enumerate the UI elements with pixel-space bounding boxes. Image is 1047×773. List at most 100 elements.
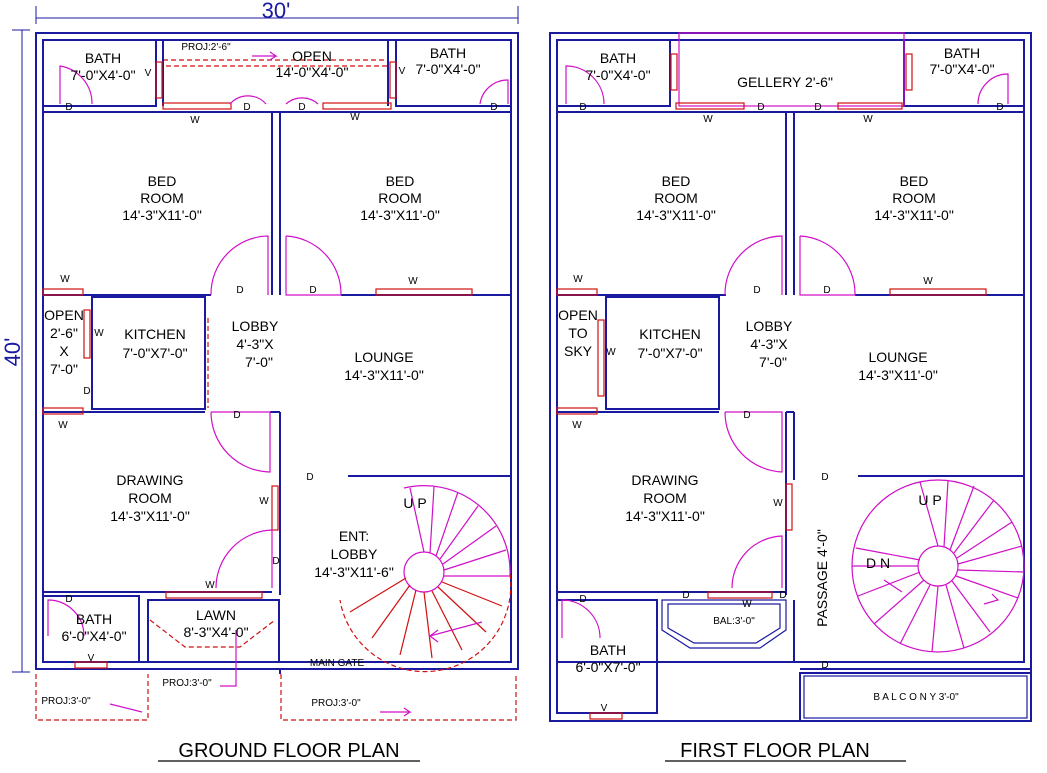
- svg-text:D: D: [996, 102, 1003, 113]
- dimension-30ft: 30': [35, 0, 519, 24]
- ff-bath-bl-name: BATH: [590, 642, 626, 658]
- gf-bed-r-line2: ROOM: [378, 190, 422, 206]
- ff-stair-up: U P: [918, 492, 941, 508]
- gf-bed-l-line2: ROOM: [140, 190, 184, 206]
- ff-balcony: B A L C O N Y 3'-0": [873, 692, 959, 703]
- svg-text:D: D: [65, 102, 72, 113]
- gf-kitchen-size: 7'-0"X7'-0": [122, 345, 187, 361]
- svg-text:D: D: [298, 102, 305, 113]
- ff-lobby-l2: 4'-3"X: [750, 336, 788, 352]
- proj-arrow-left: [109, 703, 143, 713]
- svg-text:W: W: [205, 580, 215, 591]
- gf-lawn-name: LAWN: [196, 607, 236, 623]
- gf-drawing-l2: ROOM: [128, 490, 172, 506]
- gf-bath-tr-size: 7'-0"X4'-0": [415, 61, 480, 77]
- gf-bed-r-size: 14'-3"X11'-0": [360, 207, 440, 223]
- ff-bed-l-size: 14'-3"X11'-0": [636, 207, 716, 223]
- svg-text:W: W: [350, 112, 360, 123]
- gf-ent-size: 14'-3"X11'-6": [314, 564, 394, 580]
- gf-lawn-size: 8'-3"X4'-0": [183, 624, 248, 640]
- svg-text:W: W: [60, 274, 70, 285]
- spiral-staircase-ground: [339, 485, 512, 673]
- ff-open-sky-l3: SKY: [564, 343, 593, 359]
- svg-text:W: W: [923, 276, 933, 287]
- width-dimension-label: 30': [262, 0, 291, 23]
- svg-text:D: D: [743, 410, 750, 421]
- gf-open-top-size: 14'-0"X4'-0": [276, 64, 349, 80]
- svg-text:D: D: [306, 472, 313, 483]
- svg-text:V: V: [145, 68, 152, 79]
- gf-open-left-l4: 7'-0": [50, 361, 78, 377]
- svg-text:W: W: [190, 115, 200, 126]
- gf-kitchen-name: KITCHEN: [124, 326, 185, 342]
- svg-text:D: D: [823, 285, 830, 296]
- svg-text:D: D: [272, 556, 279, 567]
- gf-lounge-name: LOUNGE: [354, 349, 413, 365]
- ff-lobby-l1: LOBBY: [746, 318, 793, 334]
- gf-bath-tr-name: BATH: [430, 45, 466, 61]
- svg-text:W: W: [259, 496, 269, 507]
- svg-text:D: D: [821, 472, 828, 483]
- gf-open-top-name: OPEN: [292, 48, 332, 64]
- window-marks: [42, 61, 473, 669]
- gf-mark-letters: D W D D W D V V W D D W W D W D D W D W …: [58, 66, 497, 664]
- gf-bath-tl-size: 7'-0"X4'-0": [70, 67, 135, 83]
- ff-bed-l-line1: BED: [662, 173, 691, 189]
- svg-text:D: D: [579, 102, 586, 113]
- svg-text:D: D: [236, 285, 243, 296]
- ff-open-sky-l1: OPEN: [558, 307, 598, 323]
- gf-lobby-l2: 4'-3"X: [236, 336, 274, 352]
- spiral-staircase-first: [851, 479, 1025, 653]
- ff-mark-letters: D W D D W D W D D W W W D D W D W D D D …: [572, 102, 1003, 714]
- svg-text:W: W: [408, 276, 418, 287]
- depth-dimension-label: 40': [0, 338, 25, 367]
- gf-lobby-l3: 7'-0": [245, 354, 273, 370]
- svg-text:W: W: [863, 114, 873, 125]
- gf-ent-l2: LOBBY: [331, 546, 378, 562]
- ff-bath-bl-size: 6'-0"X7'-0": [575, 659, 640, 675]
- gf-open-left-l3: X: [59, 343, 69, 359]
- svg-text:D: D: [65, 594, 72, 605]
- svg-text:W: W: [703, 114, 713, 125]
- gf-bed-l-line1: BED: [148, 173, 177, 189]
- svg-text:D: D: [490, 102, 497, 113]
- gf-drawing-size: 14'-3"X11'-0": [110, 508, 190, 524]
- gf-open-left-l2: 2'-6": [50, 325, 78, 341]
- svg-text:V: V: [399, 66, 406, 77]
- ff-kitchen-name: KITCHEN: [639, 326, 700, 342]
- svg-text:D: D: [814, 102, 821, 113]
- svg-text:D: D: [83, 386, 90, 397]
- gf-bed-r-line1: BED: [386, 173, 415, 189]
- gf-open-left-l1: OPEN: [44, 307, 84, 323]
- ff-lounge-name: LOUNGE: [868, 349, 927, 365]
- gf-bath-tl-name: BATH: [85, 50, 121, 66]
- gf-lobby-l1: LOBBY: [232, 318, 279, 334]
- svg-text:W: W: [742, 599, 752, 610]
- gf-bath-bl-name: BATH: [76, 611, 112, 627]
- proj-arrow-right: [380, 707, 412, 717]
- proj-arrow-top: [252, 51, 278, 61]
- ff-bath-tr-size: 7'-0"X4'-0": [929, 61, 994, 77]
- svg-text:W: W: [606, 347, 616, 358]
- ff-bed-r-line1: BED: [900, 173, 929, 189]
- svg-text:D: D: [779, 590, 786, 601]
- ff-lobby-l3: 7'-0": [759, 354, 787, 370]
- svg-text:W: W: [94, 328, 104, 339]
- ff-door-swings: [561, 65, 1009, 639]
- svg-text:V: V: [601, 703, 608, 714]
- gf-proj-right: PROJ:3'-0": [311, 698, 361, 709]
- ff-bed-r-line2: ROOM: [892, 190, 936, 206]
- ff-bal-small: BAL:3'-0": [713, 616, 755, 627]
- svg-text:D: D: [243, 102, 250, 113]
- svg-text:V: V: [88, 653, 95, 664]
- svg-text:D: D: [753, 285, 760, 296]
- ff-bed-l-line2: ROOM: [654, 190, 698, 206]
- ground-floor-title: GROUND FLOOR PLAN: [178, 740, 399, 762]
- ff-bath-tl-name: BATH: [600, 50, 636, 66]
- svg-text:D: D: [579, 594, 586, 605]
- dimension-40ft: 40': [0, 29, 30, 673]
- gf-lounge-size: 14'-3"X11'-0": [344, 367, 424, 383]
- gf-bed-l-size: 14'-3"X11'-0": [122, 207, 202, 223]
- gf-proj-mid: PROJ:3'-0": [162, 678, 212, 689]
